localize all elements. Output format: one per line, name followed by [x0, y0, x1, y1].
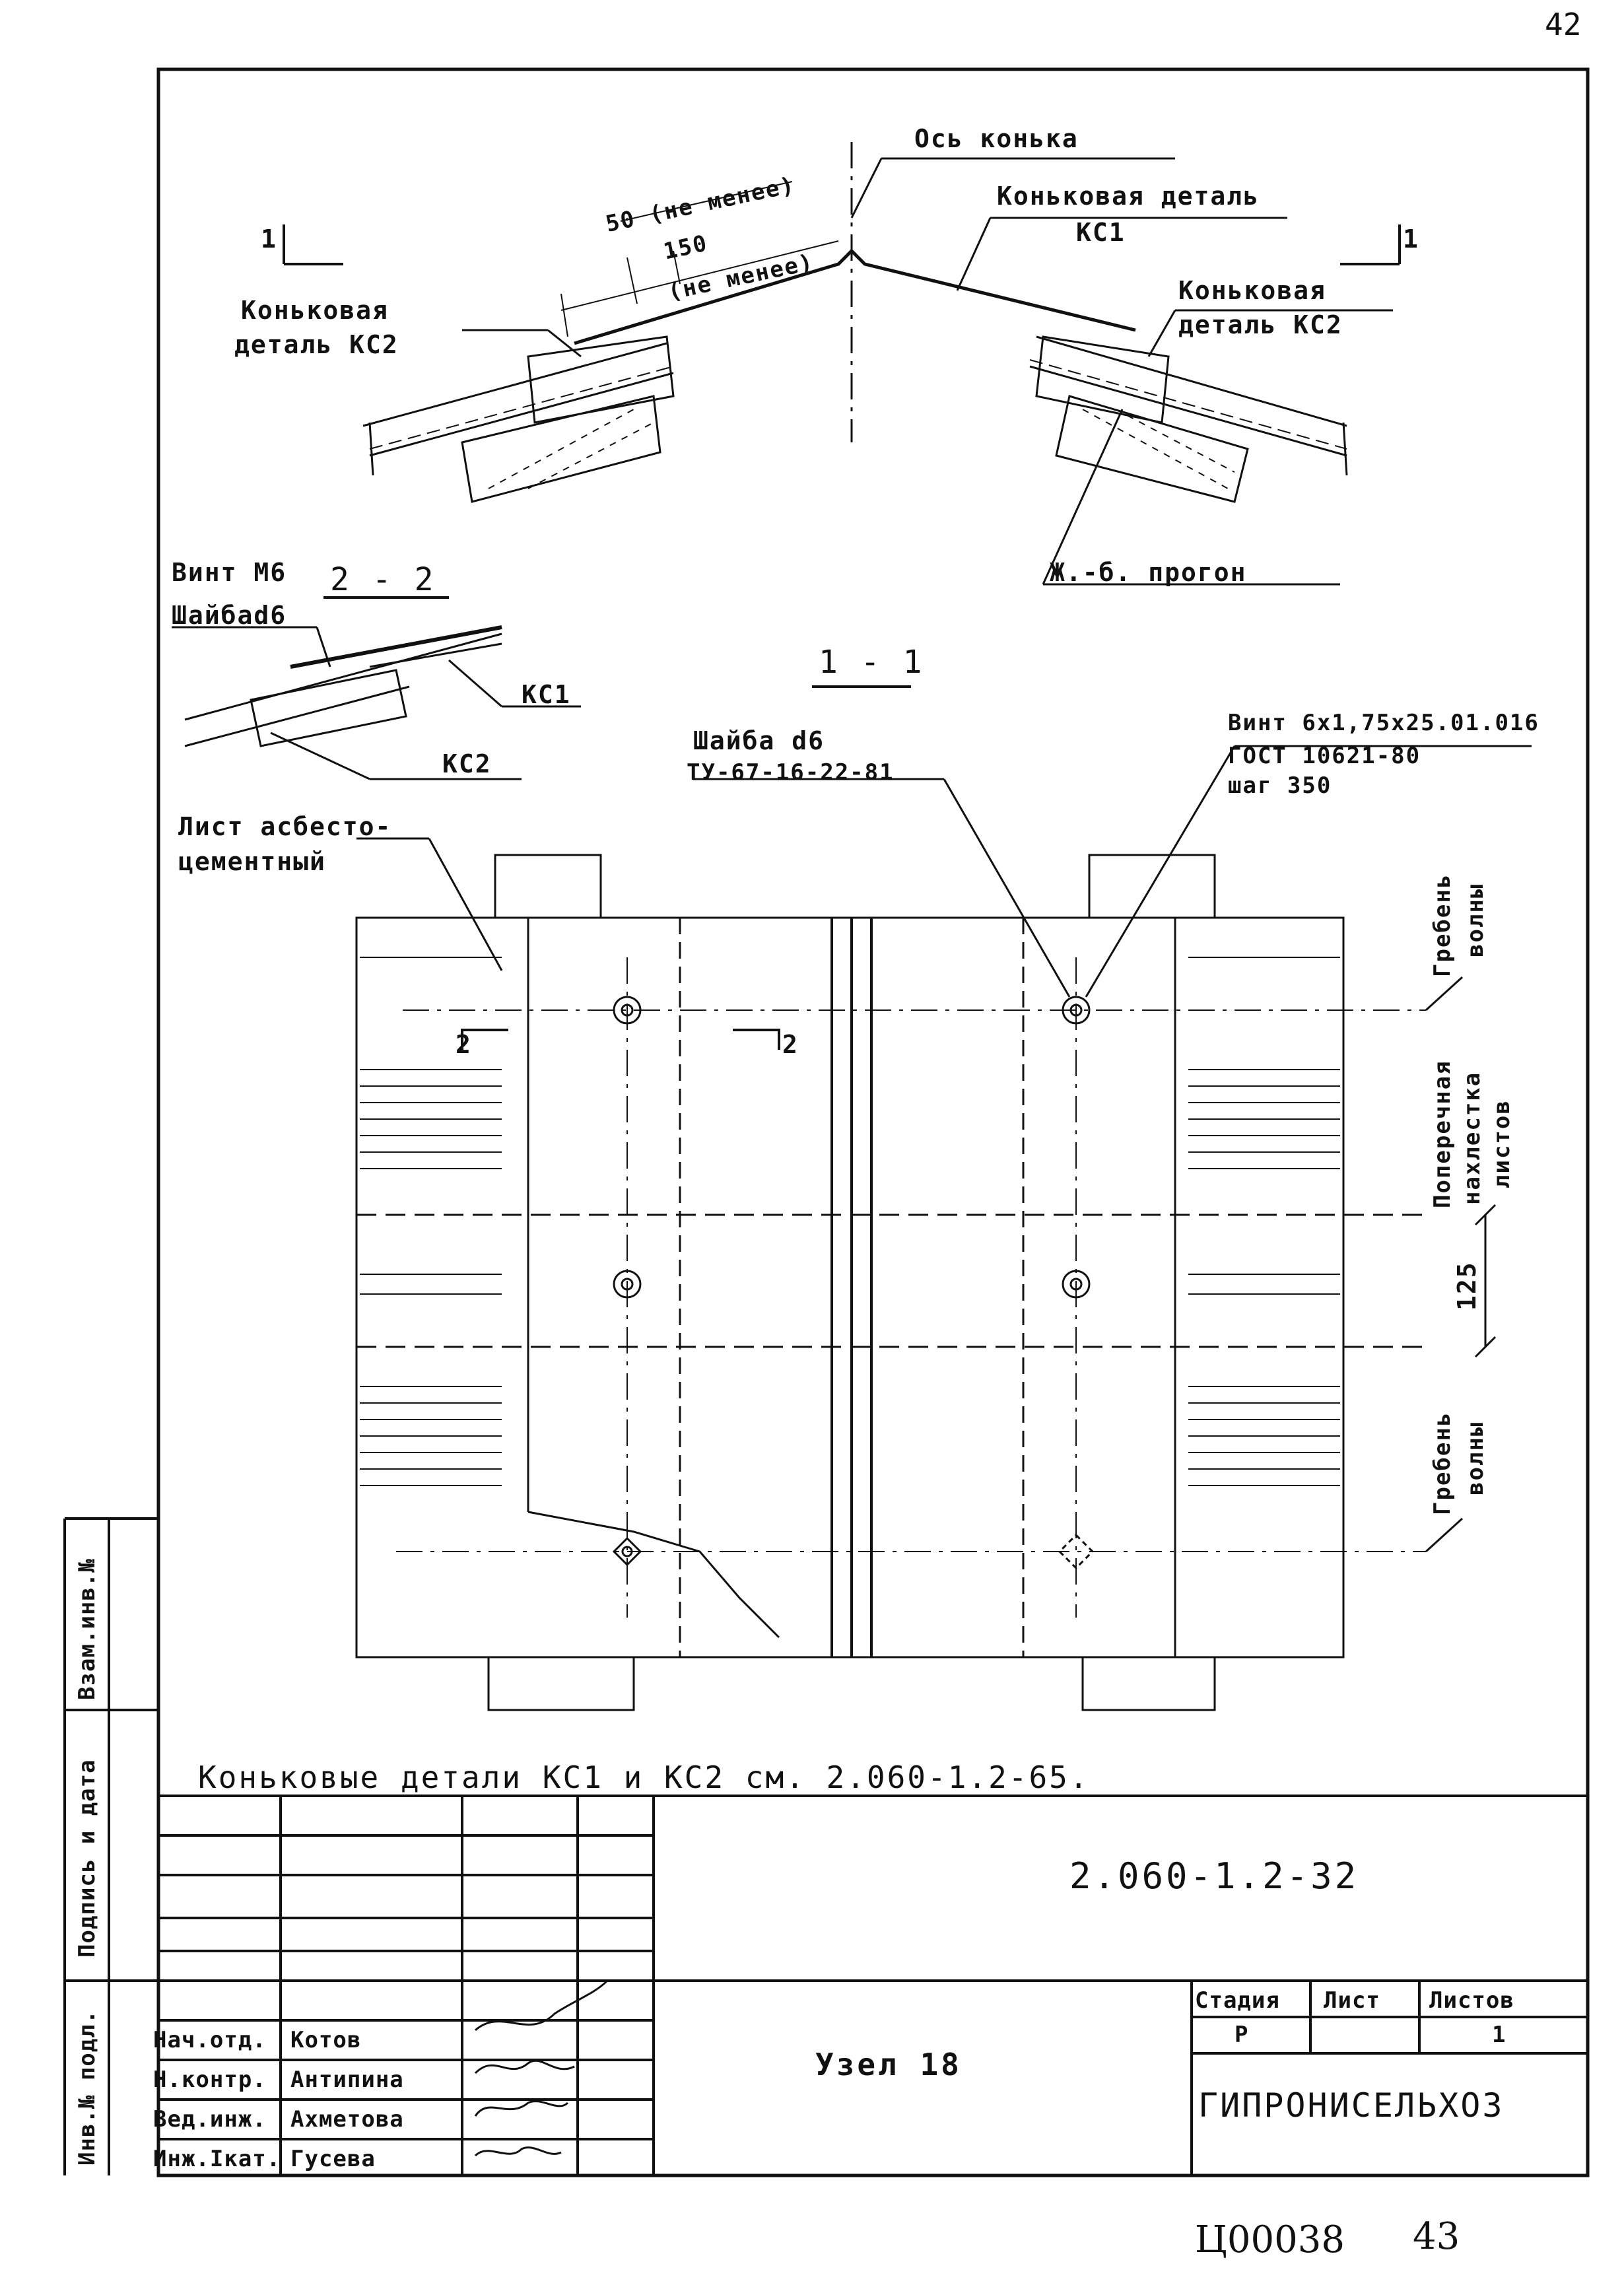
role-head-of-dept: Нач.отд.	[153, 2027, 267, 2053]
left-kc2-label-2: деталь КС2	[234, 330, 399, 359]
side-stamp-inv-original: Инв.№ подл.	[74, 2009, 100, 2166]
dim-125-label: 125	[1452, 1261, 1481, 1311]
doc-code: 2.060-1.2-32	[1069, 1855, 1359, 1897]
sheet-header: Лист	[1324, 1987, 1380, 2014]
screw-gost: ГОСТ 10621-80	[1228, 743, 1421, 769]
section-2-2	[172, 596, 581, 780]
plan-1-1	[355, 685, 1532, 1711]
overlap-label-1: Поперечная	[1429, 1060, 1456, 1208]
washer-spec: ТУ-67-16-22-81	[687, 759, 895, 786]
drawing-title: Узел 18	[815, 2047, 962, 2082]
side-stamp-signature-date: Подпись и дата	[74, 1759, 100, 1958]
wave-crest-bottom-label-1: Гребень	[1429, 1411, 1456, 1515]
ridge-part-code: КС1	[1076, 218, 1126, 247]
side-stamp-replace-inv: Взам.инв.№	[74, 1558, 100, 1700]
purlin-label: Ж.-б. прогон	[1050, 558, 1247, 587]
right-kc2-label-1: Коньковая	[1178, 276, 1326, 305]
signatures	[474, 1979, 609, 2157]
plan-1-1-title: 1 - 1	[819, 644, 924, 681]
ridge-axis-label: Ось конька	[914, 124, 1079, 153]
organization: ГИПРОНИСЕЛЬХОЗ	[1198, 2086, 1505, 2125]
right-kc2-label-2: деталь КС2	[1178, 310, 1343, 339]
wave-crest-bottom-label-2: волны	[1462, 1421, 1489, 1495]
stage-value: Р	[1235, 2022, 1249, 2048]
section-2-2-screw-label: Винт М6	[172, 558, 287, 587]
section-2-2-kc1: КС1	[522, 680, 571, 709]
wave-crest-label-2: волны	[1462, 883, 1489, 957]
wave-crest-label-1: Гребень	[1429, 873, 1456, 977]
page-number-top: 42	[1545, 7, 1582, 42]
page-number-bottom: 43	[1413, 2215, 1460, 2258]
name-norm-control: Антипина	[290, 2067, 404, 2093]
side-stamp-grid	[63, 1517, 160, 2175]
cut-2-left: 2	[456, 1030, 472, 1059]
note-text: Коньковые детали КС1 и КС2 см. 2.060-1.2…	[198, 1760, 1090, 1795]
overlap-label-2: нахлестка	[1459, 1071, 1485, 1205]
section-2-2-kc2: КС2	[442, 749, 492, 778]
drawing-frame	[156, 67, 1590, 2177]
archive-code: Ц00038	[1195, 2218, 1345, 2261]
section-2-2-washer-label: Шайбаd6	[172, 601, 287, 630]
screw-step: шаг 350	[1228, 772, 1332, 799]
role-norm-control: Н.контр.	[153, 2067, 267, 2093]
name-lead-engineer: Ахметова	[290, 2106, 404, 2133]
title-block-grid	[158, 1795, 1588, 2175]
sheets-header: Листов	[1429, 1987, 1514, 2014]
section-2-2-title: 2 - 2	[330, 561, 436, 598]
stage-header: Стадия	[1195, 1987, 1280, 2014]
left-kc2-label-1: Коньковая	[241, 296, 389, 325]
sheets-value: 1	[1492, 2022, 1506, 2048]
ridge-section	[283, 142, 1401, 586]
ridge-part-label: Коньковая деталь	[997, 182, 1260, 211]
sheet-label-2: цементный	[178, 847, 326, 876]
role-lead-engineer: Вед.инж.	[153, 2106, 267, 2133]
role-engineer: Инж.Iкат.	[153, 2146, 281, 2172]
overlap-label-3: листов	[1489, 1099, 1515, 1188]
washer-label: Шайба d6	[693, 726, 825, 755]
cut-mark-1-right: 1	[1403, 224, 1419, 254]
cut-mark-1-left: 1	[261, 224, 277, 254]
name-engineer: Гусева	[290, 2146, 376, 2172]
cut-2-right: 2	[782, 1030, 799, 1059]
screw-label: Винт 6х1,75х25.01.016	[1228, 710, 1539, 736]
name-head-of-dept: Котов	[290, 2027, 362, 2053]
sheet-label-1: Лист асбесто-	[178, 812, 392, 841]
